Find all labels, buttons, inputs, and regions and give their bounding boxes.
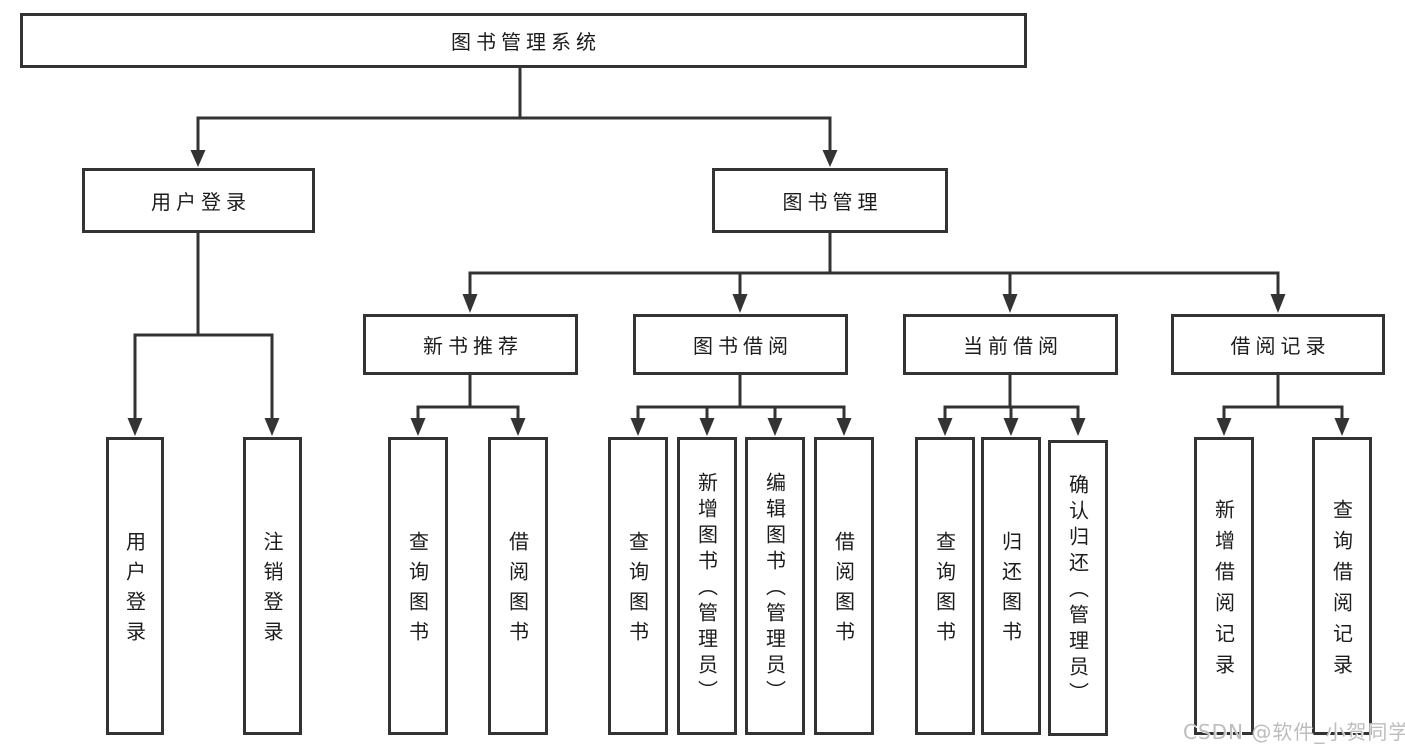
leaf-label: 用户登录: [122, 531, 147, 651]
connector-book-management-branch: [462, 233, 1286, 313]
leaf-label: 确认归还（管理员）: [1065, 474, 1090, 708]
leaf-label: 新增借阅记录: [1211, 498, 1236, 685]
node-label: 图书管理系统: [451, 30, 601, 54]
connector-current-borrow-branch: [937, 375, 1086, 436]
leaf-label: 查询图书: [932, 531, 957, 651]
leaf-borrow-books-recommend: 借阅图书: [488, 437, 548, 735]
leaf-return-books: 归还图书: [981, 437, 1041, 735]
leaf-logout: 注销登录: [243, 437, 302, 735]
leaf-label: 编辑图书（管理员）: [762, 472, 787, 706]
connector-borrow-records-branch: [1216, 375, 1350, 436]
leaf-query-borrow-record: 查询借阅记录: [1312, 437, 1372, 735]
leaf-query-books-borrow: 查询图书: [608, 437, 668, 735]
leaf-label: 查询图书: [625, 531, 650, 651]
leaf-borrow-books: 借阅图书: [814, 437, 874, 735]
node-book-borrow: 图书借阅: [633, 314, 848, 375]
node-label: 用户登录: [151, 190, 251, 214]
node-label: 当前借阅: [963, 334, 1063, 358]
connector-new-book-recommend-branch: [410, 375, 526, 436]
leaf-label: 借阅图书: [505, 531, 530, 651]
node-root-library-system: 图书管理系统: [20, 13, 1027, 68]
csdn-watermark: CSDN @软件_小贺同学: [1183, 720, 1405, 744]
leaf-label: 注销登录: [260, 531, 284, 651]
node-label: 图书借阅: [693, 334, 793, 358]
node-label: 借阅记录: [1230, 334, 1331, 358]
leaf-edit-book-admin: 编辑图书（管理员）: [745, 437, 805, 735]
connector-root-to-level2: [190, 66, 838, 167]
leaf-confirm-return-admin: 确认归还（管理员）: [1048, 440, 1108, 736]
node-borrow-records: 借阅记录: [1171, 314, 1385, 375]
leaf-user-login: 用户登录: [106, 437, 164, 735]
leaf-label: 查询借阅记录: [1329, 498, 1354, 685]
node-user-login: 用户登录: [82, 168, 315, 233]
leaf-label: 查询图书: [405, 531, 430, 651]
leaf-label: 归还图书: [998, 531, 1023, 651]
node-label: 新书推荐: [423, 334, 523, 358]
leaf-add-borrow-record: 新增借阅记录: [1194, 437, 1254, 735]
connector-book-borrow-branch: [630, 375, 852, 436]
node-label: 图书管理: [782, 190, 883, 214]
leaf-query-books-current: 查询图书: [915, 437, 975, 735]
leaf-label: 借阅图书: [831, 531, 856, 651]
connector-user-login-branch: [127, 233, 280, 436]
leaf-label: 新增图书（管理员）: [694, 472, 719, 706]
leaf-query-books-recommend: 查询图书: [388, 437, 448, 735]
node-book-management: 图书管理: [712, 168, 948, 233]
node-current-borrow: 当前借阅: [903, 314, 1118, 375]
leaf-add-book-admin: 新增图书（管理员）: [677, 437, 737, 735]
node-new-book-recommend: 新书推荐: [363, 314, 578, 375]
